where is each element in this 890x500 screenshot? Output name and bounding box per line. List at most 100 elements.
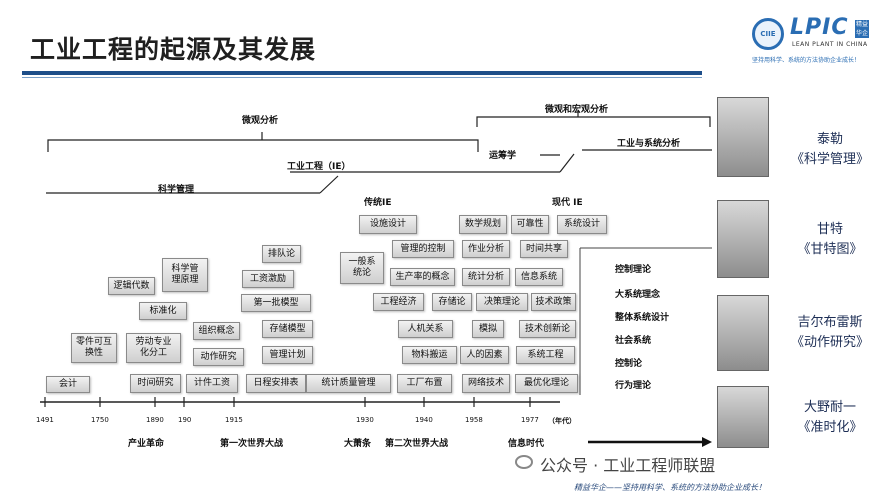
box-inventory-theory: 存储论 — [432, 293, 472, 311]
box-human-machine: 人机关系 — [398, 320, 453, 338]
box-statistical-analysis: 统计分析 — [462, 268, 510, 286]
person-name-gilbreth: 吉尔布雷斯 — [797, 315, 863, 330]
wechat-icon — [515, 455, 533, 469]
timeline-ticks — [44, 397, 531, 407]
box-systems-engineering: 系统工程 — [516, 346, 575, 364]
ciie-logo: CIIE — [752, 18, 784, 50]
box-mgmt-planning: 管理计划 — [262, 346, 313, 364]
box-schedule: 日程安排表 — [246, 374, 306, 393]
box-interchangeable-parts: 零件可互 换性 — [71, 333, 117, 363]
box-system-design: 系统设计 — [557, 215, 607, 234]
box-network-technique: 网络技术 — [462, 374, 510, 393]
label-traditional-ie: 传统IE — [364, 198, 392, 208]
macro-bracket — [476, 116, 711, 127]
era-wwi: 第一次世界大战 — [220, 439, 284, 449]
title-underline-thin — [22, 77, 702, 78]
person-name-gantt: 甘特 — [816, 222, 843, 237]
person-work-gilbreth: 《动作研究》 — [790, 335, 869, 350]
box-org-concept: 组织概念 — [193, 322, 240, 340]
box-plant-layout: 工厂布置 — [397, 374, 452, 393]
label-industrial-system-analysis: 工业与系统分析 — [617, 139, 681, 149]
person-work-taylor: 《科学管理》 — [790, 152, 869, 167]
box-facility-design: 设施设计 — [359, 215, 417, 234]
box-simulation: 模拟 — [472, 320, 504, 338]
portrait-taylor — [717, 97, 769, 177]
box-time-study: 时间研究 — [130, 374, 181, 393]
year-1915: 1915 — [225, 416, 243, 424]
box-boolean-algebra: 逻辑代数 — [108, 277, 155, 295]
year-1958: 1958 — [465, 416, 483, 424]
person-work-gantt: 《甘特图》 — [797, 242, 863, 257]
year-1930: 1930 — [356, 416, 374, 424]
box-general-systems: 一般系 统论 — [340, 252, 384, 284]
person-work-ohno: 《准时化》 — [797, 420, 863, 435]
box-sqc: 统计质量管理 — [306, 374, 391, 393]
theory-cybernetics: 控制论 — [615, 359, 643, 369]
label-micro-analysis: 微观分析 — [242, 116, 279, 126]
portrait-gantt — [717, 200, 769, 278]
lpic-logo: LPIC — [790, 15, 849, 40]
box-math-programming: 数学规划 — [459, 215, 507, 234]
box-tech-policy: 技术政策 — [531, 293, 576, 311]
theory-social-system: 社会系统 — [615, 336, 652, 346]
box-material-handling: 物料搬运 — [402, 346, 457, 364]
page-title: 工业工程的起源及其发展 — [30, 35, 317, 64]
box-piece-rate: 计件工资 — [186, 374, 238, 393]
box-optimization: 最优化理论 — [515, 374, 578, 393]
box-tech-innovation: 技术创新论 — [519, 320, 576, 338]
box-first-models: 第一批模型 — [241, 294, 311, 312]
box-decision-theory: 决策理论 — [476, 293, 528, 311]
box-eng-economics: 工程经济 — [373, 293, 424, 311]
label-modern-ie: 现代 IE — [552, 198, 583, 208]
logo-slogan: 坚持用科学、系统的方法协助企业成长！ — [752, 57, 861, 64]
person-name-taylor: 泰勒 — [816, 132, 843, 147]
theory-large-system: 大系统理念 — [615, 290, 661, 300]
micro-bracket — [47, 139, 479, 152]
watermark-text: 公众号 · 工业工程师联盟 — [540, 456, 716, 475]
person-name-ohno: 大野耐一 — [803, 400, 856, 415]
box-reliability: 可靠性 — [511, 215, 549, 234]
box-job-analysis: 作业分析 — [462, 240, 510, 258]
box-division-of-labor: 劳动专业 化分工 — [126, 333, 181, 363]
theory-control-theory: 控制理论 — [615, 265, 652, 275]
sci-mgmt-arrow — [319, 175, 339, 194]
year-1491: 1491 — [36, 416, 54, 424]
year-1940: 1940 — [415, 416, 433, 424]
title-underline — [22, 71, 702, 75]
label-operations-research: 运筹学 — [489, 151, 517, 161]
box-human-factors: 人的因素 — [460, 346, 509, 364]
box-storage-model: 存储模型 — [262, 320, 313, 338]
info-age-arrowhead — [702, 437, 712, 447]
era-great-depression: 大萧条 — [344, 439, 372, 449]
year-1890: 1890 — [146, 416, 164, 424]
label-ie: 工业工程（IE） — [287, 162, 351, 172]
box-motion-study: 动作研究 — [193, 348, 244, 366]
label-micro-macro-analysis: 微观和宏观分析 — [545, 105, 609, 115]
box-productivity: 生产率的概念 — [390, 268, 455, 286]
year-190: 190 — [178, 416, 192, 424]
theory-whole-system-design: 整体系统设计 — [615, 313, 670, 323]
era-info-age: 信息时代 — [508, 439, 545, 449]
box-wage-incentive: 工资激励 — [242, 270, 294, 288]
box-accounting: 会计 — [46, 376, 90, 393]
theory-behavioral: 行为理论 — [615, 381, 652, 391]
portrait-ohno — [717, 386, 769, 448]
label-scientific-management: 科学管理 — [158, 185, 195, 195]
box-queuing-theory: 排队论 — [262, 245, 301, 263]
year-1750: 1750 — [91, 416, 109, 424]
box-standardization: 标准化 — [139, 302, 187, 320]
portrait-gilbreth — [717, 295, 769, 371]
logo-badge: 精益华企 — [855, 20, 869, 38]
ie-arrow — [559, 153, 575, 173]
year-unit: （年代） — [548, 417, 576, 425]
logo-subtitle: LEAN PLANT IN CHINA — [792, 41, 868, 48]
box-mgmt-control: 管理的控制 — [392, 240, 454, 258]
era-wwii: 第二次世界大战 — [385, 439, 449, 449]
era-industrial-revolution: 产业革命 — [128, 439, 165, 449]
box-info-systems: 信息系统 — [515, 268, 563, 286]
box-sci-mgmt-principles: 科学管 理原理 — [162, 258, 208, 292]
box-time-sharing: 时间共享 — [520, 240, 568, 258]
footer-slogan: 精益华企——坚持用科学、系统的方法协助企业成长！ — [574, 483, 766, 492]
year-1977: 1977 — [521, 416, 539, 424]
